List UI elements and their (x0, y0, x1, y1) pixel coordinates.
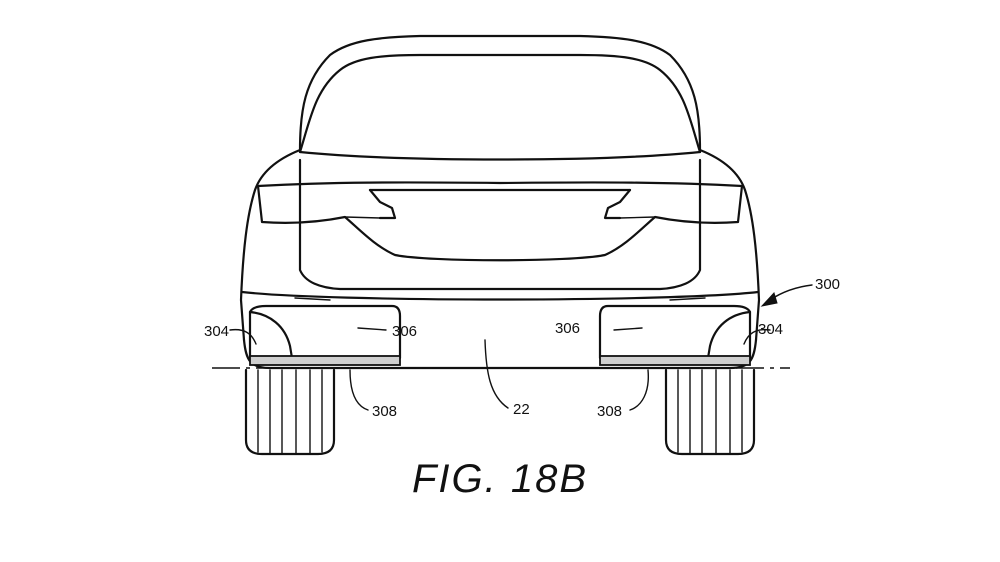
label-right-panel: 306 (555, 320, 580, 337)
label-right-strip: 308 (597, 403, 622, 420)
label-left-panel: 306 (392, 323, 417, 340)
right-wheel (664, 368, 756, 456)
vehicle-roof (298, 34, 702, 154)
label-right-light: 304 (758, 321, 783, 338)
trunk-lid (256, 181, 744, 262)
rear-bumper (242, 297, 758, 370)
label-center-ground: 22 (513, 401, 530, 418)
left-light-module (248, 304, 402, 366)
right-light-module (598, 304, 752, 366)
label-left-strip: 308 (372, 403, 397, 420)
label-assembly: 300 (815, 276, 840, 293)
left-wheel (244, 368, 336, 456)
leader-lines (229, 284, 813, 411)
vehicle-body (239, 148, 761, 342)
figure-caption: FIG. 18B (412, 457, 588, 501)
label-left-light: 304 (204, 323, 229, 340)
